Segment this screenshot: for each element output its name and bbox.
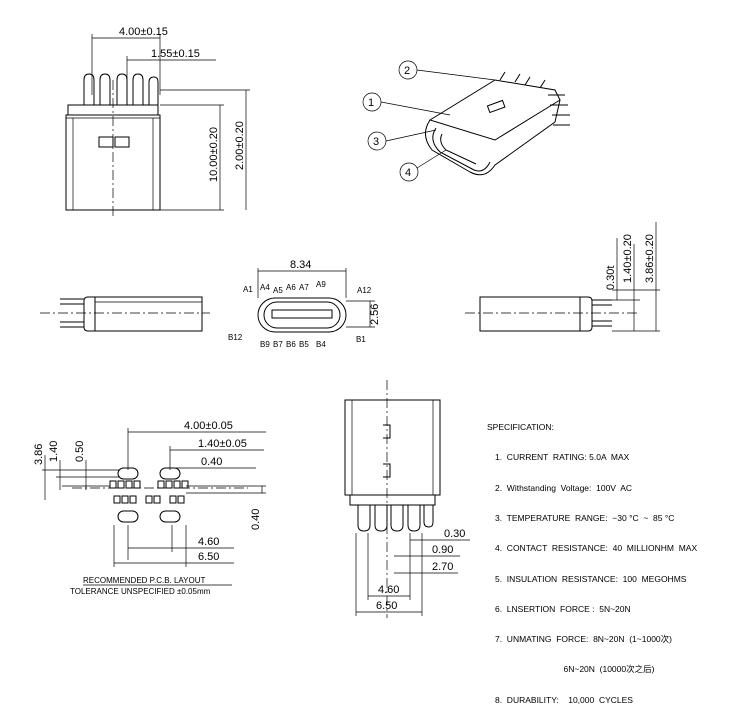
pcb-dim-pad-height: 0.40 xyxy=(250,509,262,530)
bottom-dim-a: 0.30 xyxy=(444,528,465,540)
svg-text:B12: B12 xyxy=(228,333,243,342)
spec-item: 3. TEMPERATURE RANGE: −30 °C ~ 85 °C xyxy=(495,513,675,524)
svg-text:A6: A6 xyxy=(286,283,296,292)
spec-item: 7. UNMATING FORCE: 8N~20N (1~1000次) xyxy=(495,634,672,645)
bottom-dim-d: 4.60 xyxy=(378,584,399,596)
pcb-dim-pitch-b: 1.40±0.05 xyxy=(198,438,247,450)
svg-text:B6: B6 xyxy=(286,340,296,349)
spec-title: SPECIFICATION: xyxy=(487,422,554,433)
pcb-dim-bottom-b: 6.50 xyxy=(198,551,219,563)
pcb-layout: 4.00±0.05 1.40±0.05 0.40 3.86 1.40 0.50 xyxy=(33,420,266,596)
isometric-view: 2 1 3 4 xyxy=(362,60,570,182)
top-dim-length: 10.00±0.20 xyxy=(208,127,220,182)
svg-text:2: 2 xyxy=(404,65,410,77)
bottom-dim-b: 0.90 xyxy=(432,544,453,556)
spec-item: 4. CONTACT RESISTANCE: 40 MILLIONHM MAX xyxy=(495,543,698,554)
spec-item: 6N~20N (10000次之后) xyxy=(495,664,655,675)
top-dim-width: 4.00±0.15 xyxy=(119,26,168,38)
spec-item: 8. DURABILITY: 10,000 CYCLES xyxy=(495,694,633,705)
spec-item: 2. Withstanding Voltage: 100V AC xyxy=(495,482,633,493)
right-side-view: 0.30t 1.40±0.20 3.86±0.20 xyxy=(465,222,660,332)
svg-text:A12: A12 xyxy=(357,286,372,295)
pcb-dim-pitch-a: 4.00±0.05 xyxy=(184,420,233,432)
pcb-caption-title: RECOMMENDED P.C.B. LAYOUT xyxy=(83,576,206,585)
bottom-view: 0.30 0.90 2.70 4.60 6.50 xyxy=(344,380,470,618)
svg-text:4: 4 xyxy=(405,167,411,179)
pcb-dim-left-b: 1.40 xyxy=(48,441,60,462)
top-view: 4.00±0.15 1.55±0.15 10.00±0.20 2.00±0.20 xyxy=(65,26,250,216)
left-side-view xyxy=(40,296,210,332)
top-dim-tail: 2.00±0.20 xyxy=(234,121,246,170)
svg-text:B4: B4 xyxy=(316,340,326,349)
spec-item: 1. CURRENT RATING: 5.0A MAX xyxy=(495,452,630,463)
side-dim-total-height: 3.86±0.20 xyxy=(644,234,656,283)
callout-4 xyxy=(399,162,419,182)
side-dim-thickness: 0.30t xyxy=(605,266,617,290)
front-dim-width: 8.34 xyxy=(290,259,311,271)
svg-text:3: 3 xyxy=(373,136,379,148)
pcb-dim-pad-width: 0.40 xyxy=(201,456,222,468)
pcb-caption-tolerance: TOLERANCE UNSPECIFIED ±0.05mm xyxy=(70,587,211,596)
pcb-dim-left-c: 0.50 xyxy=(74,441,86,462)
svg-text:A9: A9 xyxy=(316,280,326,289)
svg-text:B7: B7 xyxy=(273,340,283,349)
specification-block: SPECIFICATION: 1. CURRENT RATING: 5.0A M… xyxy=(487,402,697,715)
technical-drawing: 4.00±0.15 1.55±0.15 10.00±0.20 2.00±0.20 xyxy=(33,26,660,618)
svg-text:A5: A5 xyxy=(273,286,283,295)
front-dim-height: 2.56 xyxy=(369,304,381,325)
svg-text:A4: A4 xyxy=(260,283,270,292)
svg-text:B5: B5 xyxy=(299,340,309,349)
svg-text:1: 1 xyxy=(368,97,374,109)
pcb-dim-left-a: 3.86 xyxy=(33,444,45,465)
spec-item: 5. INSULATION RESISTANCE: 100 MEGOHMS xyxy=(495,573,687,584)
side-dim-pin-height: 1.40±0.20 xyxy=(622,234,634,283)
front-view: 8.34 2.56 A1 A4 A5 A6 A7 A9 A12 B12 B9 B… xyxy=(228,259,381,349)
pcb-dim-bottom-a: 4.60 xyxy=(198,536,219,548)
bottom-dim-c: 2.70 xyxy=(432,561,453,573)
bottom-dim-e: 6.50 xyxy=(376,600,397,612)
svg-text:A1: A1 xyxy=(243,285,253,294)
top-dim-pitch: 1.55±0.15 xyxy=(151,48,200,60)
svg-text:A7: A7 xyxy=(299,283,309,292)
svg-text:B9: B9 xyxy=(260,340,270,349)
spec-item: 6. LNSERTION FORCE : 5N~20N xyxy=(495,603,631,614)
svg-text:B1: B1 xyxy=(356,335,366,344)
